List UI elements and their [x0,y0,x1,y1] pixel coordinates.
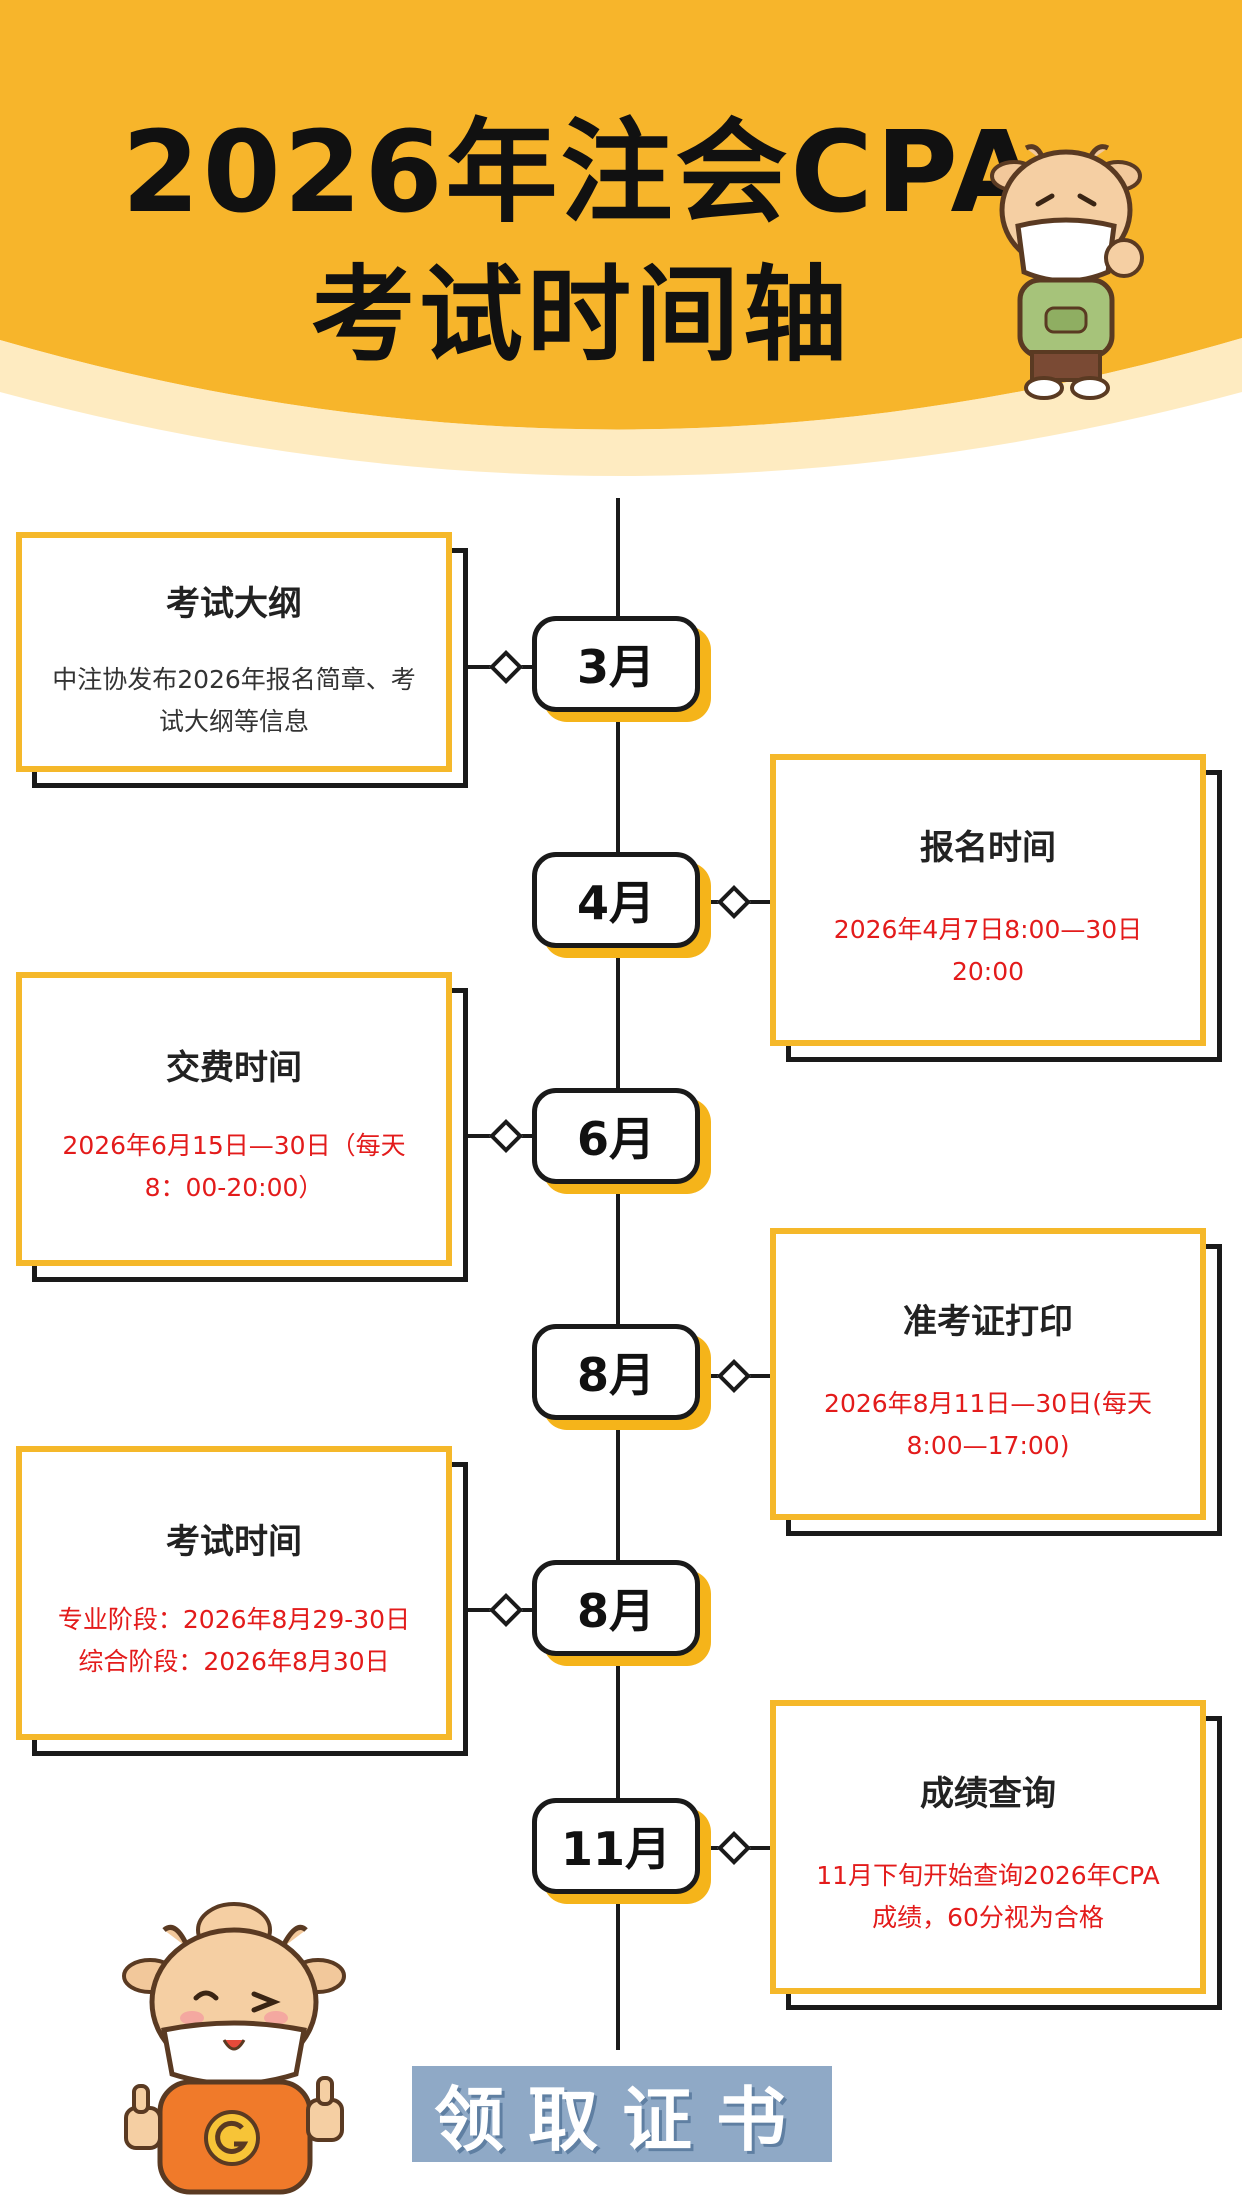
connector-diamond-icon [717,1831,751,1865]
page-title-line-1: 2026年注会CPA [121,108,1041,238]
timeline-card-admission-ticket: 准考证打印 2026年8月11日—30日(每天8:00—17:00) [770,1228,1222,1536]
card-title: 准考证打印 [903,1302,1073,1342]
card-body: 2026年4月7日8:00—30日20:00 [833,915,1143,986]
timeline-card-exam-syllabus: 考试大纲 中注协发布2026年报名简章、考试大纲等信息 [16,532,468,788]
mascot-ok-gesture-icon [990,144,1144,400]
card-title: 报名时间 [920,828,1056,868]
page-title-line-2: 考试时间轴 [310,254,851,376]
month-marker-8-ticket: 8月 [532,1324,700,1420]
connector-diamond-icon [489,1593,523,1627]
card-title: 考试大纲 [166,584,302,624]
connector-diamond-icon [717,1359,751,1393]
month-marker-11: 11月 [532,1798,700,1894]
month-marker-3: 3月 [532,616,700,712]
card-body-line: 综合阶段：2026年8月30日 [78,1647,390,1676]
header-banner [0,0,1242,480]
mascot-thumbs-up-icon [122,1902,346,2195]
card-title: 考试时间 [166,1522,302,1562]
month-marker-6: 6月 [532,1088,700,1184]
connector-diamond-icon [489,650,523,684]
card-body: 专业阶段：2026年8月29-30日 综合阶段：2026年8月30日 [50,1599,418,1683]
timeline-axis [616,498,620,2050]
header-wave-shape [0,0,1242,476]
timeline-card-exam-time: 考试时间 专业阶段：2026年8月29-30日 综合阶段：2026年8月30日 [16,1446,468,1756]
timeline-card-payment: 交费时间 2026年6月15日—30日（每天8：00-20:00） [16,972,468,1282]
card-title: 交费时间 [166,1048,302,1088]
month-marker-8-exam: 8月 [532,1560,700,1656]
timeline-card-score-query: 成绩查询 11月下旬开始查询2026年CPA成绩，60分视为合格 [770,1700,1222,2010]
connector-diamond-icon [489,1119,523,1153]
card-title: 成绩查询 [920,1774,1056,1814]
card-body: 2026年8月11日—30日(每天8:00—17:00) [824,1389,1152,1460]
get-certificate-button[interactable]: 领取证书 [412,2066,832,2162]
card-body: 中注协发布2026年报名简章、考试大纲等信息 [52,665,416,736]
card-body: 11月下旬开始查询2026年CPA成绩，60分视为合格 [816,1861,1160,1932]
card-body-line: 专业阶段：2026年8月29-30日 [57,1605,411,1634]
card-body: 2026年6月15日—30日（每天8：00-20:00） [62,1131,406,1202]
month-marker-4: 4月 [532,852,700,948]
connector-diamond-icon [717,885,751,919]
timeline-card-registration: 报名时间 2026年4月7日8:00—30日20:00 [770,754,1222,1062]
